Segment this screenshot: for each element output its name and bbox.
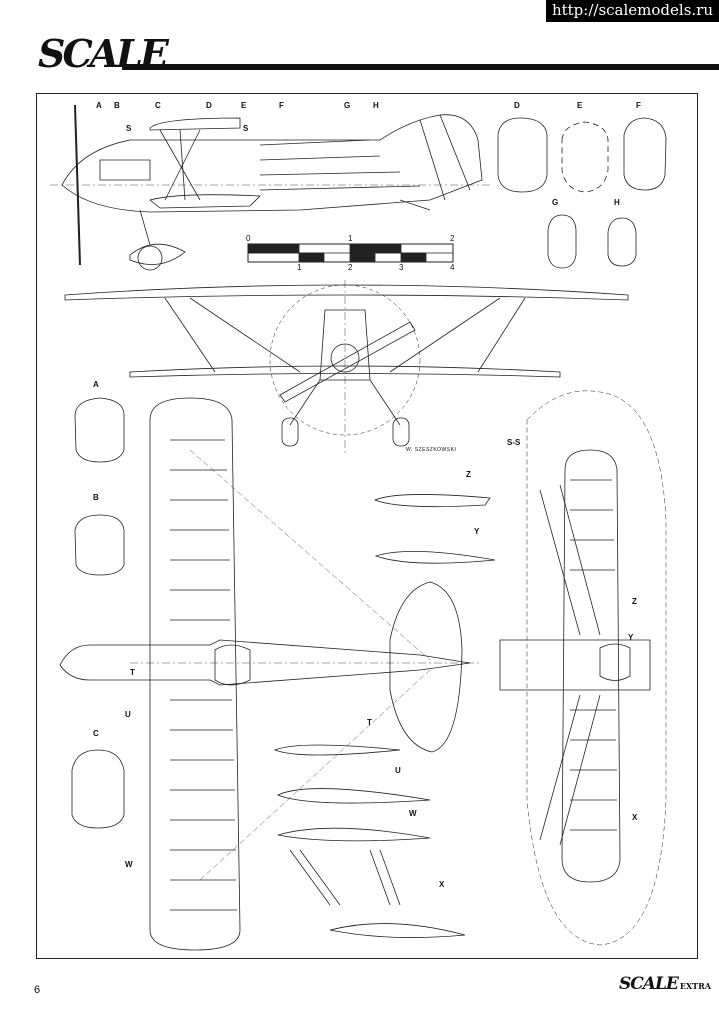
source-url: http://scalemodels.ru [545, 0, 719, 22]
drawing-frame [36, 93, 698, 959]
plan-marker-x: X [632, 813, 638, 822]
fuselage-sections [71, 117, 667, 829]
section-label-f: F [636, 101, 641, 110]
section-label-h: H [614, 198, 620, 207]
airfoil-label-u: U [395, 766, 401, 775]
scale-tick: 1 [348, 234, 353, 243]
airfoil-label-x: X [439, 880, 445, 889]
wing-plan-right [499, 390, 667, 946]
airfoil-label-y: Y [474, 527, 480, 536]
section-marker-d: D [206, 101, 212, 110]
section-marker-g: G [344, 101, 351, 110]
scale-tick: 4 [450, 263, 455, 272]
plan-marker-z: Z [632, 597, 637, 606]
footer-logo-suffix: EXTRA [679, 981, 711, 991]
section-label-ss: S-S [507, 438, 521, 447]
page-number: 6 [34, 984, 41, 996]
section-label-b: B [93, 493, 99, 502]
section-marker-c: C [155, 101, 161, 110]
section-marker-h: H [373, 101, 379, 110]
scale-tick: 2 [450, 234, 455, 243]
section-marker-f: F [279, 101, 284, 110]
section-label-e: E [577, 101, 583, 110]
scale-bar [247, 243, 454, 263]
section-s-label: S [243, 124, 249, 133]
scale-tick: 0 [246, 234, 251, 243]
plan-marker-u: U [125, 710, 131, 719]
plan-view [59, 397, 480, 951]
airfoil-label-z: Z [466, 470, 471, 479]
section-label-c: C [93, 729, 99, 738]
scale-tick: 1 [297, 263, 302, 272]
section-marker-a: A [96, 101, 102, 110]
plan-marker-y: Y [628, 633, 634, 642]
plan-marker-t: T [130, 668, 135, 677]
section-label-d: D [514, 101, 520, 110]
scale-tick: 2 [348, 263, 353, 272]
section-marker-b: B [114, 101, 120, 110]
footer-logo-text: SCALE [618, 974, 679, 994]
section-s-label: S [126, 124, 132, 133]
scale-tick: 3 [399, 263, 404, 272]
airfoil-label-t: T [367, 718, 372, 727]
section-label-a: A [93, 380, 99, 389]
header-rule [122, 64, 719, 70]
airfoils [273, 494, 496, 938]
section-marker-e: E [241, 101, 247, 110]
front-view [64, 280, 629, 455]
airfoil-label-w: W [409, 809, 417, 818]
plan-marker-w: W [125, 860, 133, 869]
draftsman-signature: W. SZESZKOWSKI [406, 447, 457, 453]
side-view [50, 104, 490, 271]
section-label-g: G [552, 198, 559, 207]
